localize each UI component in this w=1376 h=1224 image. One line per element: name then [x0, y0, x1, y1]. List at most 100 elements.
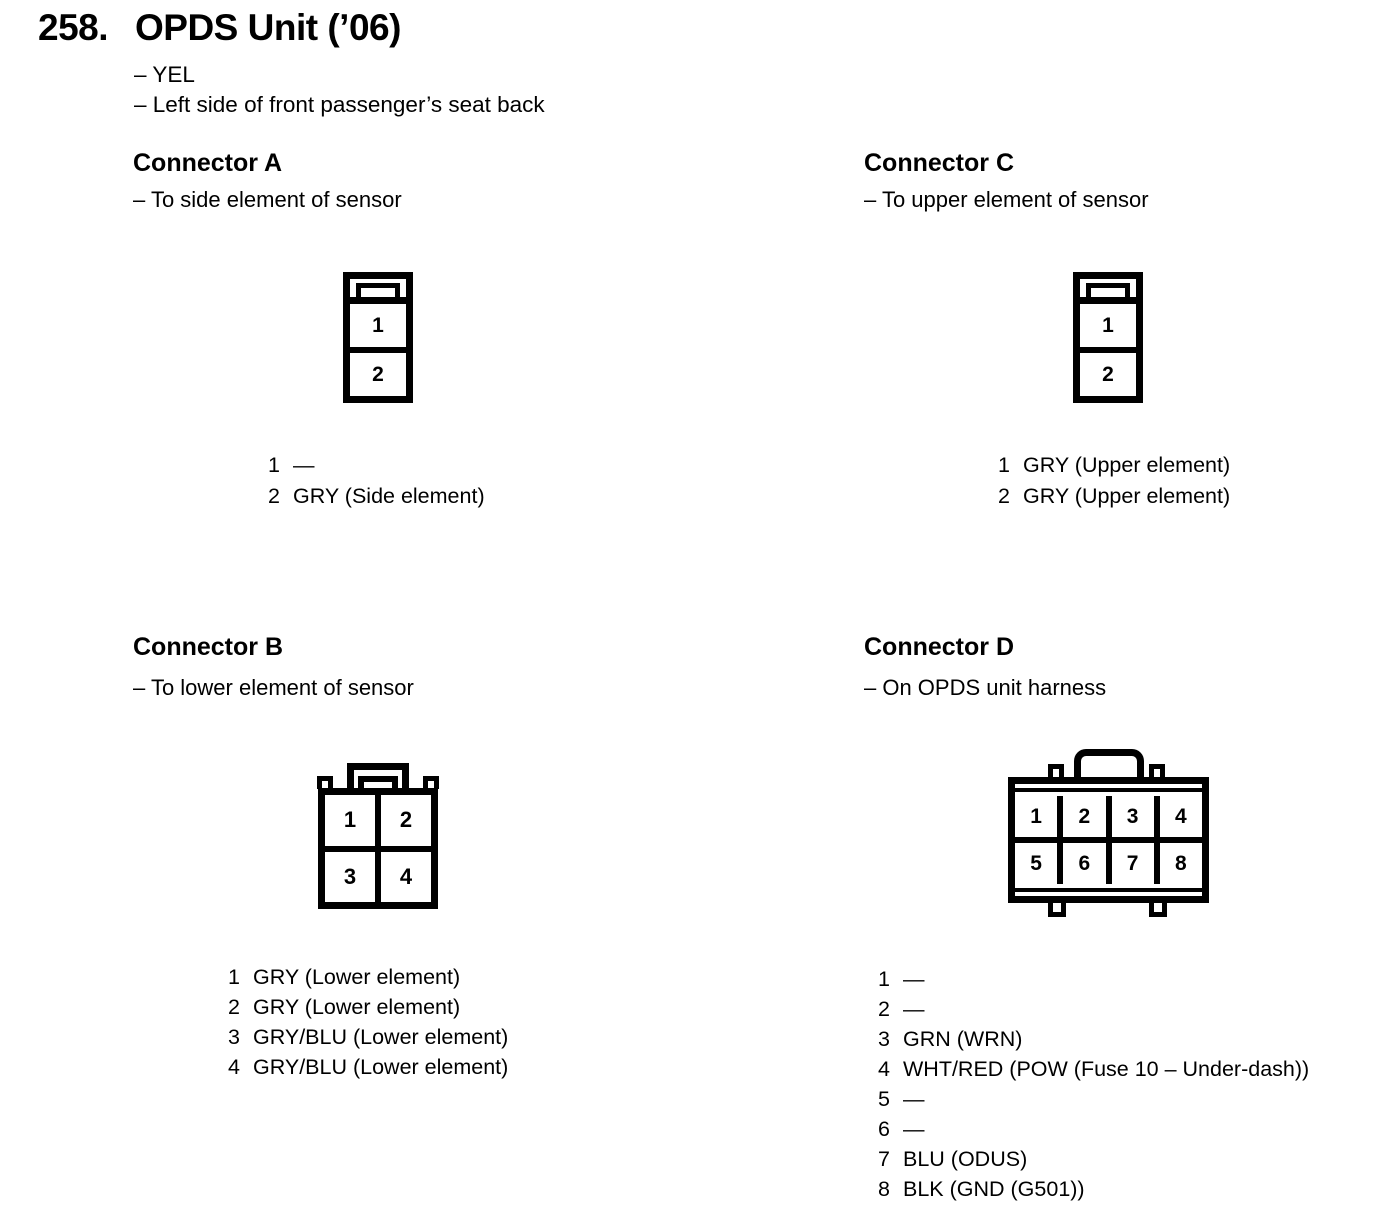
- connector-c-heading: Connector C: [864, 149, 1014, 177]
- pin-cell: 7: [1111, 843, 1154, 884]
- bottom-ear: [1149, 903, 1167, 917]
- pin-row: 4 WHT/RED (POW (Fuse 10 – Under-dash)): [876, 1054, 1309, 1084]
- pin-wire: GRY (Upper element): [1023, 453, 1231, 477]
- pin-row: 1 GRY (Lower element): [226, 962, 508, 992]
- section-number: 258.: [38, 7, 109, 48]
- pin-row: 2 —: [876, 994, 1309, 1024]
- pin-number: 4: [228, 1054, 240, 1079]
- connector-b-diagram: 1 2 3 4: [317, 763, 439, 909]
- page-title: 258. OPDS Unit (’06): [38, 6, 401, 50]
- section-title: OPDS Unit (’06): [135, 7, 401, 48]
- pin-number: 1: [878, 966, 890, 991]
- connector-d-subtitle: – On OPDS unit harness: [864, 675, 1107, 700]
- pin-number: 3: [878, 1026, 890, 1051]
- connector-a-pinlist: 1 — 2 GRY (Side element): [266, 450, 485, 512]
- pin-row: 4 GRY/BLU (Lower element): [226, 1052, 508, 1082]
- pin-row: 1 —: [266, 450, 485, 481]
- connector-d-pinlist: 1 — 2 — 3 GRN (WRN) 4 WHT/RED (POW (Fuse…: [876, 964, 1309, 1204]
- pin-wire: BLK (GND (G501)): [903, 1176, 1085, 1201]
- connector-a-heading: Connector A: [133, 149, 283, 177]
- connector-b-subtitle: – To lower element of sensor: [133, 675, 414, 700]
- pin-number: 8: [878, 1176, 890, 1201]
- pin-row: 2 GRY (Upper element): [996, 481, 1230, 512]
- pin-grid: 1 2 3 4: [325, 795, 431, 902]
- pin-wire: —: [903, 996, 925, 1021]
- pin-cell: 2: [1080, 347, 1136, 396]
- latch-tab: [1086, 283, 1130, 297]
- connector-body: 1 2 3 4 5 6 7 8: [1008, 777, 1209, 903]
- pin-row: 3 GRY/BLU (Lower element): [226, 1022, 508, 1052]
- connector-b-pinlist: 1 GRY (Lower element) 2 GRY (Lower eleme…: [226, 962, 508, 1082]
- pin-row: 7 BLU (ODUS): [876, 1144, 1309, 1174]
- connector-d-diagram: 1 2 3 4 5 6 7 8: [1008, 749, 1209, 917]
- pin-cell: 1: [372, 313, 384, 337]
- pin-cell: 3: [1111, 796, 1154, 837]
- pin-grid: 1 2 3 4 5 6 7 8: [1015, 796, 1202, 884]
- latch-strip: [350, 279, 406, 304]
- pin-wire: GRY (Lower element): [253, 994, 461, 1019]
- title-notes: – YEL – Left side of front passenger’s s…: [134, 60, 545, 120]
- pin-row: 2 GRY (Lower element): [226, 992, 508, 1022]
- pin-wire: —: [293, 453, 315, 477]
- pin-row: 1 —: [876, 964, 1309, 994]
- pin-cell: 5: [1015, 843, 1058, 884]
- pin-cell: 2: [381, 795, 431, 846]
- connector-body: 1 2 3 4: [318, 788, 438, 909]
- pin-cell: 1: [1102, 313, 1114, 337]
- pin-wire: GRY/BLU (Lower element): [253, 1024, 509, 1049]
- pin-wire: BLU (ODUS): [903, 1146, 1028, 1171]
- pin-number: 6: [878, 1116, 890, 1141]
- pin-number: 1: [998, 453, 1010, 477]
- pin-cell: 3: [325, 851, 375, 902]
- pin-row: 6 —: [876, 1114, 1309, 1144]
- pin-cell: 1: [325, 795, 375, 846]
- pin-cell: 1: [1015, 796, 1058, 837]
- pin-cell: 2: [1063, 796, 1106, 837]
- latch-tab: [356, 283, 400, 297]
- pin-wire: GRN (WRN): [903, 1026, 1023, 1051]
- pin-cell: 2: [350, 347, 406, 396]
- pin-row: 8 BLK (GND (G501)): [876, 1174, 1309, 1204]
- latch-tab: [358, 776, 398, 788]
- pin-number: 2: [268, 484, 280, 508]
- note-line: – Left side of front passenger’s seat ba…: [134, 92, 545, 117]
- connector-a-diagram: 1 2: [343, 272, 413, 403]
- pin-cell: 6: [1063, 843, 1106, 884]
- note-line: – YEL: [134, 62, 195, 87]
- corner-ear: [423, 776, 439, 789]
- pin-number: 1: [228, 964, 240, 989]
- bottom-ear: [1048, 903, 1066, 917]
- pin-row: 3 GRN (WRN): [876, 1024, 1309, 1054]
- pin-cell: 8: [1159, 843, 1202, 884]
- pin-wire: GRY/BLU (Lower element): [253, 1054, 509, 1079]
- pin-wire: —: [903, 1086, 925, 1111]
- pin-number: 7: [878, 1146, 890, 1171]
- pin-wire: GRY (Upper element): [1023, 484, 1231, 508]
- pin-number: 2: [998, 484, 1010, 508]
- connector-b-heading: Connector B: [133, 633, 283, 661]
- inner-line: [1015, 788, 1202, 792]
- corner-ear: [317, 776, 333, 789]
- connector-c-diagram: 1 2: [1073, 272, 1143, 403]
- pin-number: 4: [878, 1056, 890, 1081]
- pin-cell: 4: [381, 851, 431, 902]
- pin-wire: —: [903, 966, 925, 991]
- pin-number: 2: [878, 996, 890, 1021]
- top-ear: [1149, 764, 1165, 777]
- pin-number: 5: [878, 1086, 890, 1111]
- pin-wire: GRY (Lower element): [253, 964, 461, 989]
- connector-d-heading: Connector D: [864, 633, 1014, 661]
- connector-c-subtitle: – To upper element of sensor: [864, 187, 1149, 212]
- pin-row: 2 GRY (Side element): [266, 481, 485, 512]
- pin-wire: GRY (Side element): [293, 484, 485, 508]
- top-ear: [1048, 764, 1064, 777]
- pin-row: 5 —: [876, 1084, 1309, 1114]
- connector-a-subtitle: – To side element of sensor: [133, 187, 402, 212]
- pin-number: 3: [228, 1024, 240, 1049]
- pin-number: 2: [228, 994, 240, 1019]
- pin-cell: 4: [1159, 796, 1202, 837]
- pin-number: 1: [268, 453, 280, 477]
- inner-line: [1015, 888, 1202, 892]
- connector-c-pinlist: 1 GRY (Upper element) 2 GRY (Upper eleme…: [996, 450, 1230, 512]
